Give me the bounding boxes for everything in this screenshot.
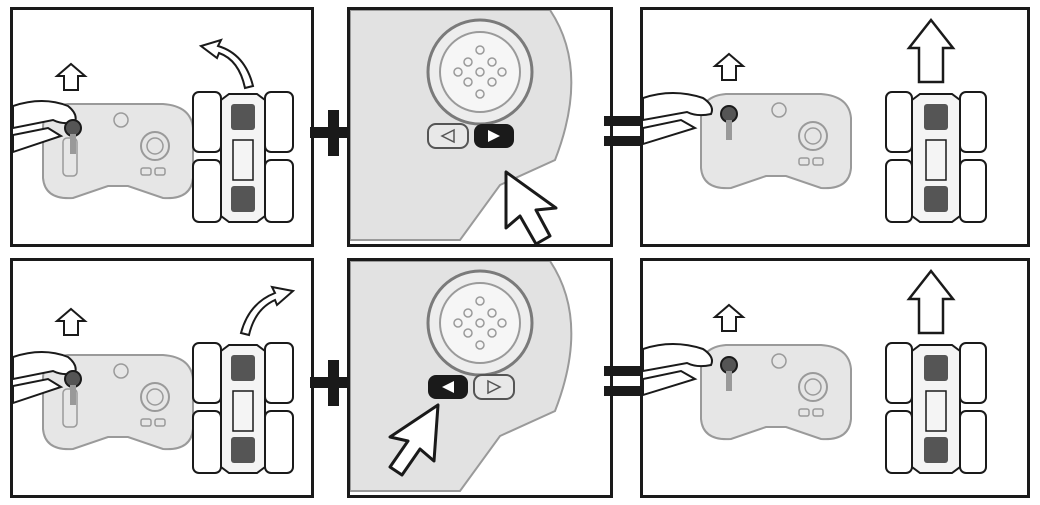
row2-result-illustration	[643, 268, 987, 474]
curved-arrow-icon	[239, 285, 296, 337]
trim-left-button[interactable]	[428, 375, 468, 399]
controller-icon	[700, 93, 852, 190]
up-arrow-icon	[54, 62, 88, 91]
up-arrow-icon	[712, 303, 746, 332]
row2-step2-illustration	[350, 261, 573, 492]
trim-button-icon	[140, 167, 152, 176]
forward-arrow-icon	[906, 17, 956, 84]
row1-step2-panel	[347, 7, 613, 247]
joystick-icon	[64, 370, 82, 405]
hand-icon	[13, 100, 77, 154]
row1-step2-illustration	[350, 10, 573, 244]
joystick-icon	[64, 119, 82, 154]
row2-result-panel	[640, 258, 1030, 498]
trim-right-button[interactable]	[473, 374, 515, 400]
hand-icon	[643, 92, 713, 146]
row1-result-panel	[640, 7, 1030, 247]
joystick-icon	[720, 356, 738, 391]
row1-step1-panel	[10, 7, 314, 247]
equals-icon: =	[602, 112, 652, 157]
equals-icon: =	[602, 362, 652, 407]
up-arrow-icon	[712, 52, 746, 81]
hand-icon	[13, 351, 77, 405]
row1-result-illustration	[643, 17, 987, 223]
hand-icon	[643, 343, 713, 397]
trim-right-button[interactable]	[474, 124, 514, 148]
row2-step1-panel	[10, 258, 314, 498]
plus-icon: +	[308, 358, 358, 413]
stunt-car-icon	[192, 342, 294, 474]
curved-arrow-icon	[198, 38, 255, 90]
row2-step2-panel	[347, 258, 613, 498]
row2-step1-illustration	[13, 285, 296, 474]
row1-step1-illustration	[13, 38, 294, 223]
trim-left-button[interactable]	[427, 123, 469, 149]
up-arrow-icon	[54, 307, 88, 336]
joystick-icon	[720, 105, 738, 140]
controller-icon	[700, 344, 852, 441]
cursor-arrow-icon	[388, 403, 440, 477]
stunt-car-icon	[192, 91, 294, 223]
stunt-car-icon	[885, 342, 987, 474]
dial-icon	[140, 131, 170, 161]
forward-arrow-icon	[906, 268, 956, 335]
stunt-car-icon	[885, 91, 987, 223]
plus-icon: +	[308, 108, 358, 163]
cursor-arrow-icon	[504, 170, 558, 244]
